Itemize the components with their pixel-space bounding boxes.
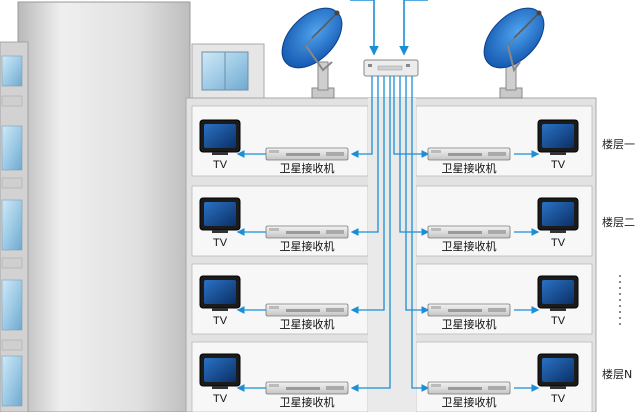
receiver-label: 卫星接收机	[280, 161, 335, 175]
tv-icon: TV	[537, 353, 579, 405]
tall-tower-building	[0, 1, 191, 412]
tv-label: TV	[213, 315, 228, 327]
receiver-icon: 卫星接收机	[427, 303, 511, 331]
tv-icon: TV	[199, 353, 241, 405]
receiver-icon: 卫星接收机	[265, 147, 349, 175]
tv-icon: TV	[537, 275, 579, 327]
distribution-cables	[236, 76, 540, 392]
main-building	[185, 97, 597, 412]
cable-right-4	[411, 76, 430, 392]
tv-label: TV	[213, 237, 228, 249]
tv-label: TV	[213, 159, 228, 171]
receiver-label: 卫星接收机	[442, 161, 497, 175]
receiver-label: 卫星接收机	[280, 395, 335, 409]
cable-left-2	[350, 76, 379, 236]
tv-label: TV	[551, 315, 566, 327]
receiver-icon: 卫星接收机	[265, 381, 349, 409]
feed-cables	[350, 0, 428, 56]
ellipsis-dots	[619, 275, 621, 325]
cable-left-3	[350, 76, 385, 314]
receiver-label: 卫星接收机	[442, 395, 497, 409]
cable-right-3	[405, 76, 430, 314]
tv-icon: TV	[199, 197, 241, 249]
receiver-icon: 卫星接收机	[265, 303, 349, 331]
tv-icon: TV	[537, 119, 579, 171]
receiver-icon: 卫星接收机	[427, 381, 511, 409]
receiver-icon: 卫星接收机	[427, 147, 511, 175]
receiver-icon: 卫星接收机	[427, 225, 511, 253]
floor-label-2: 楼层二	[602, 215, 635, 229]
floor-label-n: 楼层N	[602, 367, 632, 381]
tv-label: TV	[551, 393, 566, 405]
receiver-label: 卫星接收机	[280, 317, 335, 331]
receiver-label: 卫星接收机	[280, 239, 335, 253]
tv-label: TV	[213, 393, 228, 405]
satellite-dish-icon	[483, 7, 545, 99]
splitter-icon	[363, 59, 419, 77]
satellite-dish-icon	[281, 7, 343, 99]
window-icon	[1, 55, 23, 407]
cable-left-4	[350, 76, 391, 392]
floor-label-1: 楼层一	[602, 137, 635, 151]
tv-icon: TV	[199, 275, 241, 327]
receiver-label: 卫星接收机	[442, 317, 497, 331]
cable-right-1	[393, 76, 430, 158]
receiver-label: 卫星接收机	[442, 239, 497, 253]
receiver-icon: 卫星接收机	[265, 225, 349, 253]
cable-right-2	[399, 76, 430, 236]
tv-icon: TV	[199, 119, 241, 171]
rooftop-structure	[191, 43, 265, 99]
floor-labels: 楼层一 楼层二 楼层N	[602, 137, 635, 381]
tv-label: TV	[551, 159, 566, 171]
tv-label: TV	[551, 237, 566, 249]
tv-icon: TV	[537, 197, 579, 249]
cable-left-1	[350, 76, 373, 158]
